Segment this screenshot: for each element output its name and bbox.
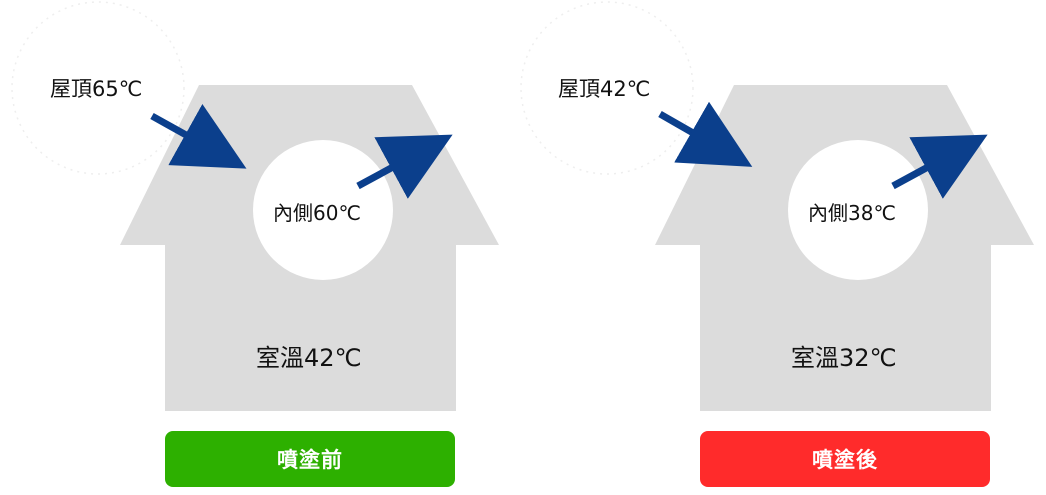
after-sun-circle bbox=[520, 1, 694, 175]
before-spray-badge: 噴塗前 bbox=[165, 431, 455, 487]
before-panel: 屋頂65℃ 內側60℃ 室溫42℃ bbox=[11, 1, 499, 411]
after-spray-badge: 噴塗後 bbox=[700, 431, 990, 487]
after-heat-out-arrow bbox=[891, 134, 988, 199]
before-inner-temp: 內側60℃ bbox=[273, 201, 361, 225]
after-heat-in-arrow bbox=[658, 101, 753, 167]
after-roof-temp: 屋頂42℃ bbox=[558, 77, 650, 101]
after-inner-temp: 內側38℃ bbox=[808, 201, 896, 225]
before-heat-in-arrow bbox=[150, 103, 247, 169]
before-roof-temp: 屋頂65℃ bbox=[50, 77, 142, 101]
after-inner-circle bbox=[788, 140, 928, 280]
after-panel: 屋頂42℃ 內側38℃ 室溫32℃ bbox=[520, 1, 1034, 411]
after-spray-label: 噴塗後 bbox=[812, 448, 878, 472]
before-room-temp: 室溫42℃ bbox=[256, 344, 362, 372]
before-heat-out-arrow bbox=[356, 134, 453, 199]
before-inner-circle bbox=[253, 140, 393, 280]
before-sun-circle bbox=[11, 1, 185, 175]
before-spray-label: 噴塗前 bbox=[277, 448, 343, 472]
after-room-temp: 室溫32℃ bbox=[791, 344, 897, 372]
